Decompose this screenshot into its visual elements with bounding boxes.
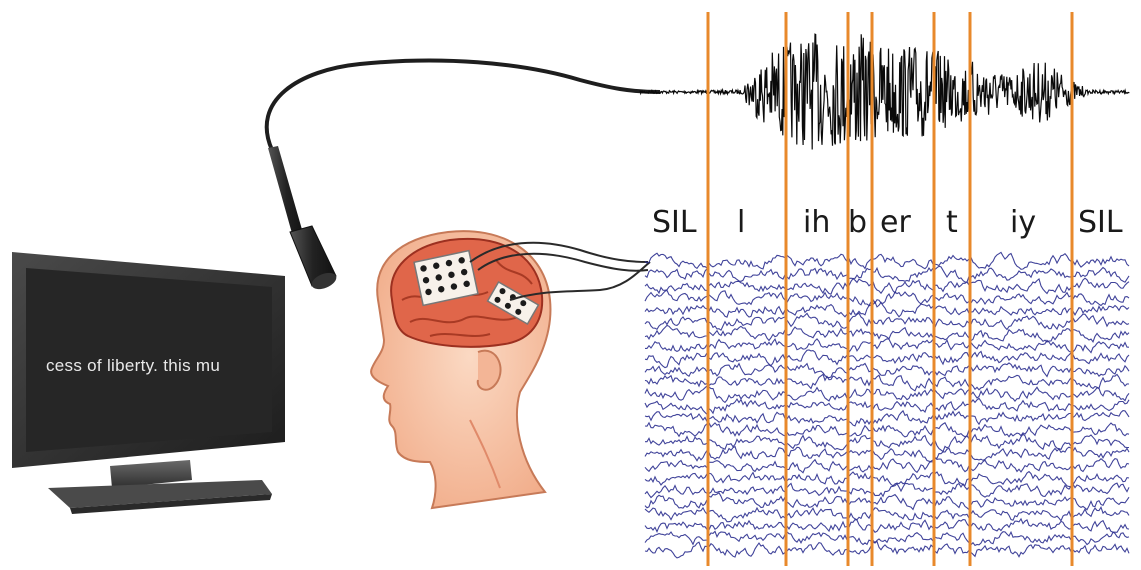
monitor-screen-text: cess of liberty. this mu — [46, 356, 220, 375]
eeg-channel-trace — [645, 252, 1129, 269]
eeg-channel-trace — [645, 350, 1129, 368]
eeg-channel-trace — [645, 541, 1129, 558]
computer-monitor-icon: cess of liberty. this mu — [12, 252, 285, 514]
human-head-icon — [371, 231, 550, 508]
eeg-channel-trace — [645, 302, 1129, 317]
eeg-channel-trace — [645, 519, 1129, 532]
eeg-channel-trace — [645, 386, 1129, 403]
eeg-channel-trace — [645, 483, 1129, 497]
phoneme-label: b — [848, 205, 867, 240]
eeg-channel-trace — [645, 493, 1129, 510]
eeg-channel-trace — [645, 423, 1129, 437]
eeg-traces — [645, 252, 1129, 558]
audio-waveform — [640, 34, 1129, 149]
eeg-channel-trace — [645, 278, 1129, 294]
microphone-cable — [267, 61, 660, 150]
eeg-channel-trace — [645, 339, 1129, 353]
eeg-channel-trace — [645, 472, 1129, 487]
eeg-channel-trace — [645, 363, 1129, 378]
eeg-channel-trace — [645, 290, 1129, 305]
phoneme-label: ih — [803, 205, 830, 240]
eeg-channel-trace — [645, 313, 1129, 330]
eeg-channel-trace — [645, 507, 1129, 521]
phoneme-label: iy — [1010, 205, 1036, 240]
eeg-channel-trace — [645, 447, 1129, 462]
phoneme-label: SIL — [652, 205, 697, 240]
waveform-trace — [640, 34, 1129, 149]
eeg-channel-trace — [645, 398, 1129, 414]
eeg-channel-trace — [645, 374, 1129, 390]
phoneme-label: er — [880, 205, 911, 240]
eeg-channel-trace — [645, 411, 1129, 426]
phoneme-label: t — [946, 205, 958, 240]
eeg-channel-trace — [645, 531, 1129, 545]
phoneme-label: l — [737, 205, 745, 240]
eeg-channel-trace — [645, 434, 1129, 451]
phoneme-label: SIL — [1078, 205, 1123, 240]
phoneme-labels: SIL l ih b er t iy SIL — [652, 205, 1123, 240]
eeg-channel-trace — [645, 266, 1129, 282]
eeg-channel-trace — [645, 458, 1129, 473]
microphone-icon — [268, 146, 339, 292]
